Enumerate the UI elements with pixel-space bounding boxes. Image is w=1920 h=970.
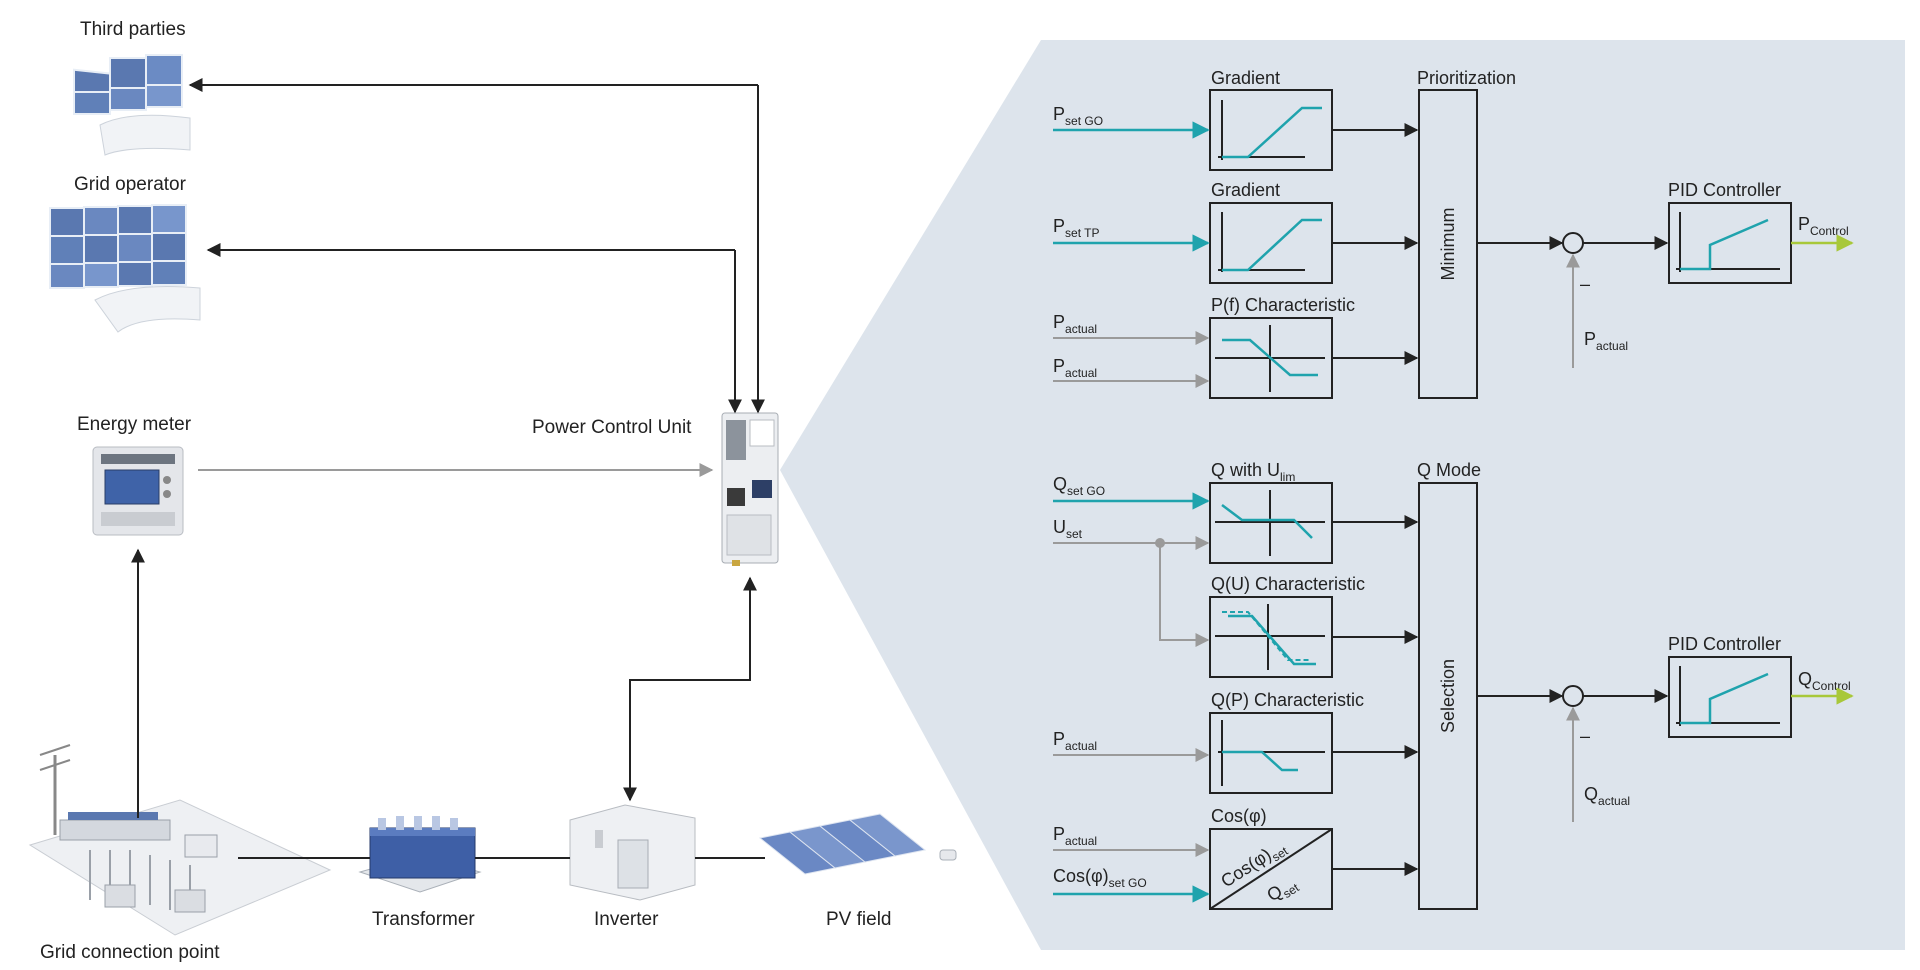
svg-text:Pactual: Pactual [1053,356,1097,380]
p-pid-title: PID Controller [1668,180,1781,200]
pv-field-icon [758,813,957,875]
q-set-go-input: Qset GO [1053,474,1210,510]
p-pid-block [1668,202,1792,284]
q-chain-connections [1332,515,1669,876]
gradient-2-title: Gradient [1211,180,1280,200]
grid-operator-icon [49,204,201,333]
p-actual-input-2: Pactual [1053,356,1210,388]
svg-text:Pactual: Pactual [1053,729,1097,753]
q-control-output: QControl [1791,669,1854,705]
p-actual-input-1: Pactual [1053,312,1210,345]
inverter-icon [569,804,696,901]
prioritization-title: Prioritization [1417,68,1516,88]
energy-meter-icon [92,446,184,536]
energy-meter-label: Energy meter [77,414,192,435]
pv-field-label: PV field [826,909,891,930]
power-control-unit-label: Power Control Unit [532,417,692,438]
transformer-label: Transformer [372,909,475,930]
selection-label: Selection [1438,659,1458,733]
svg-text:Uset: Uset [1053,517,1083,541]
q-minus-sign: – [1580,726,1590,746]
pf-characteristic-title: P(f) Characteristic [1211,295,1355,315]
left-connections [131,78,765,859]
grid-connection-point-label: Grid connection point [40,942,220,963]
detail-panel-bg [780,40,1905,950]
p-set-tp-input: Pset TP [1053,216,1210,252]
q-pid-title: PID Controller [1668,634,1781,654]
svg-text:Qactual: Qactual [1584,784,1630,808]
third-parties-icon [73,54,191,156]
grid-operator-label: Grid operator [74,174,187,195]
q-with-ulim-title: Q with Ulim [1211,460,1295,484]
minimum-label: Minimum [1438,207,1458,280]
qu-characteristic-title: Q(U) Characteristic [1211,574,1365,594]
svg-text:Cos(φ)set GO: Cos(φ)set GO [1053,866,1147,890]
svg-text:Pset TP: Pset TP [1053,216,1099,240]
u-set-input: Uset [1053,517,1210,647]
q-with-ulim-graph [1215,490,1325,556]
p-pid-graph [1676,212,1780,272]
q-actual-feedback: Qactual [1584,784,1630,808]
q-pid-graph [1676,666,1780,726]
qp-characteristic-title: Q(P) Characteristic [1211,690,1364,710]
svg-text:Pactual: Pactual [1053,312,1097,336]
p-set-go-input: Pset GO [1053,104,1210,139]
q-p-actual-input-1: Pactual [1053,729,1210,762]
p-chain-connections [1332,123,1669,368]
svg-text:Qset GO: Qset GO [1053,474,1105,498]
inverter-label: Inverter [594,909,659,930]
qu-characteristic-graph [1215,604,1325,670]
minimum-block [1418,89,1478,399]
svg-text:Pactual: Pactual [1053,824,1097,848]
selection-block [1418,482,1478,910]
pf-characteristic-graph [1215,325,1325,392]
p-minus-sign: – [1580,274,1590,294]
qp-characteristic-graph [1218,720,1325,786]
svg-text:Pactual: Pactual [1584,329,1628,353]
transformer-icon [358,816,482,893]
cos-set-go-input: Cos(φ)set GO [1053,866,1210,903]
grid-connection-point-icon [28,744,332,936]
q-p-actual-input-2: Pactual [1053,824,1210,857]
svg-text:Pset GO: Pset GO [1053,104,1103,128]
p-actual-feedback: Pactual [1584,329,1628,353]
gradient-1-graph [1218,100,1322,160]
gradient-2-graph [1218,212,1322,272]
p-control-output: PControl [1791,214,1854,252]
third-parties-label: Third parties [80,19,186,40]
q-pid-block [1668,656,1792,738]
cos-phi-title: Cos(φ) [1211,806,1267,826]
power-control-unit-icon [721,412,779,566]
gradient-1-title: Gradient [1211,68,1280,88]
cos-phi-diagonal [1209,828,1333,910]
q-mode-title: Q Mode [1417,460,1481,480]
